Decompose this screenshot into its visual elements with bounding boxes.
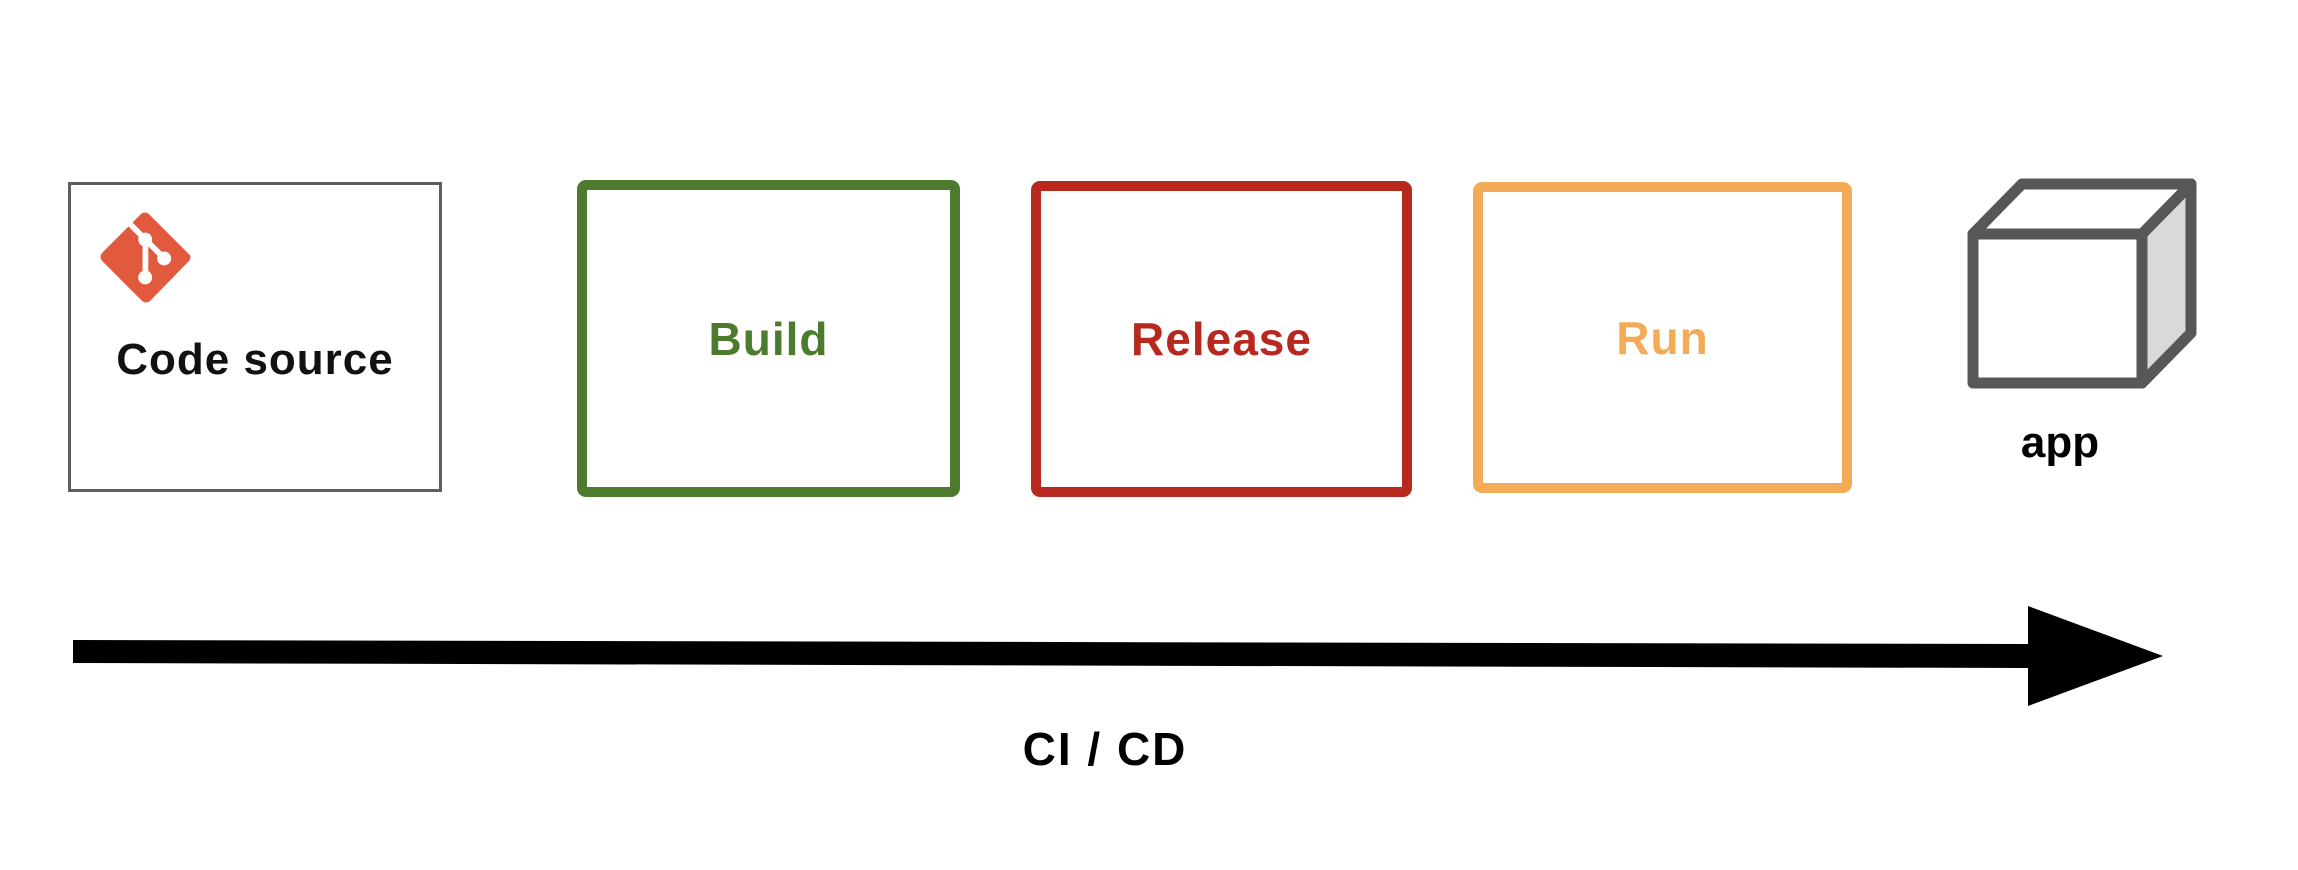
stage-box-release: Release [1031, 181, 1412, 497]
cicd-arrow [73, 606, 2163, 706]
code-source-box: Code source [68, 182, 442, 492]
code-source-label: Code source [116, 335, 394, 384]
cube-front-face [1967, 228, 2147, 389]
run-label: Run [1616, 311, 1709, 364]
release-label: Release [1131, 313, 1312, 365]
cube-icon [1967, 178, 2196, 389]
stage-box-run: Run [1473, 182, 1852, 493]
git-icon [100, 212, 191, 303]
cicd-arrow-shape [73, 606, 2163, 706]
git-icon-path [100, 212, 191, 303]
cube-icon-faces [1967, 178, 2196, 389]
stage-box-build: Build [577, 180, 960, 497]
build-label: Build [708, 312, 829, 365]
cicd-arrow-label: CI / CD [1022, 723, 1188, 775]
app-artifact: app [1966, 178, 2198, 478]
app-label: app [2020, 418, 2100, 467]
